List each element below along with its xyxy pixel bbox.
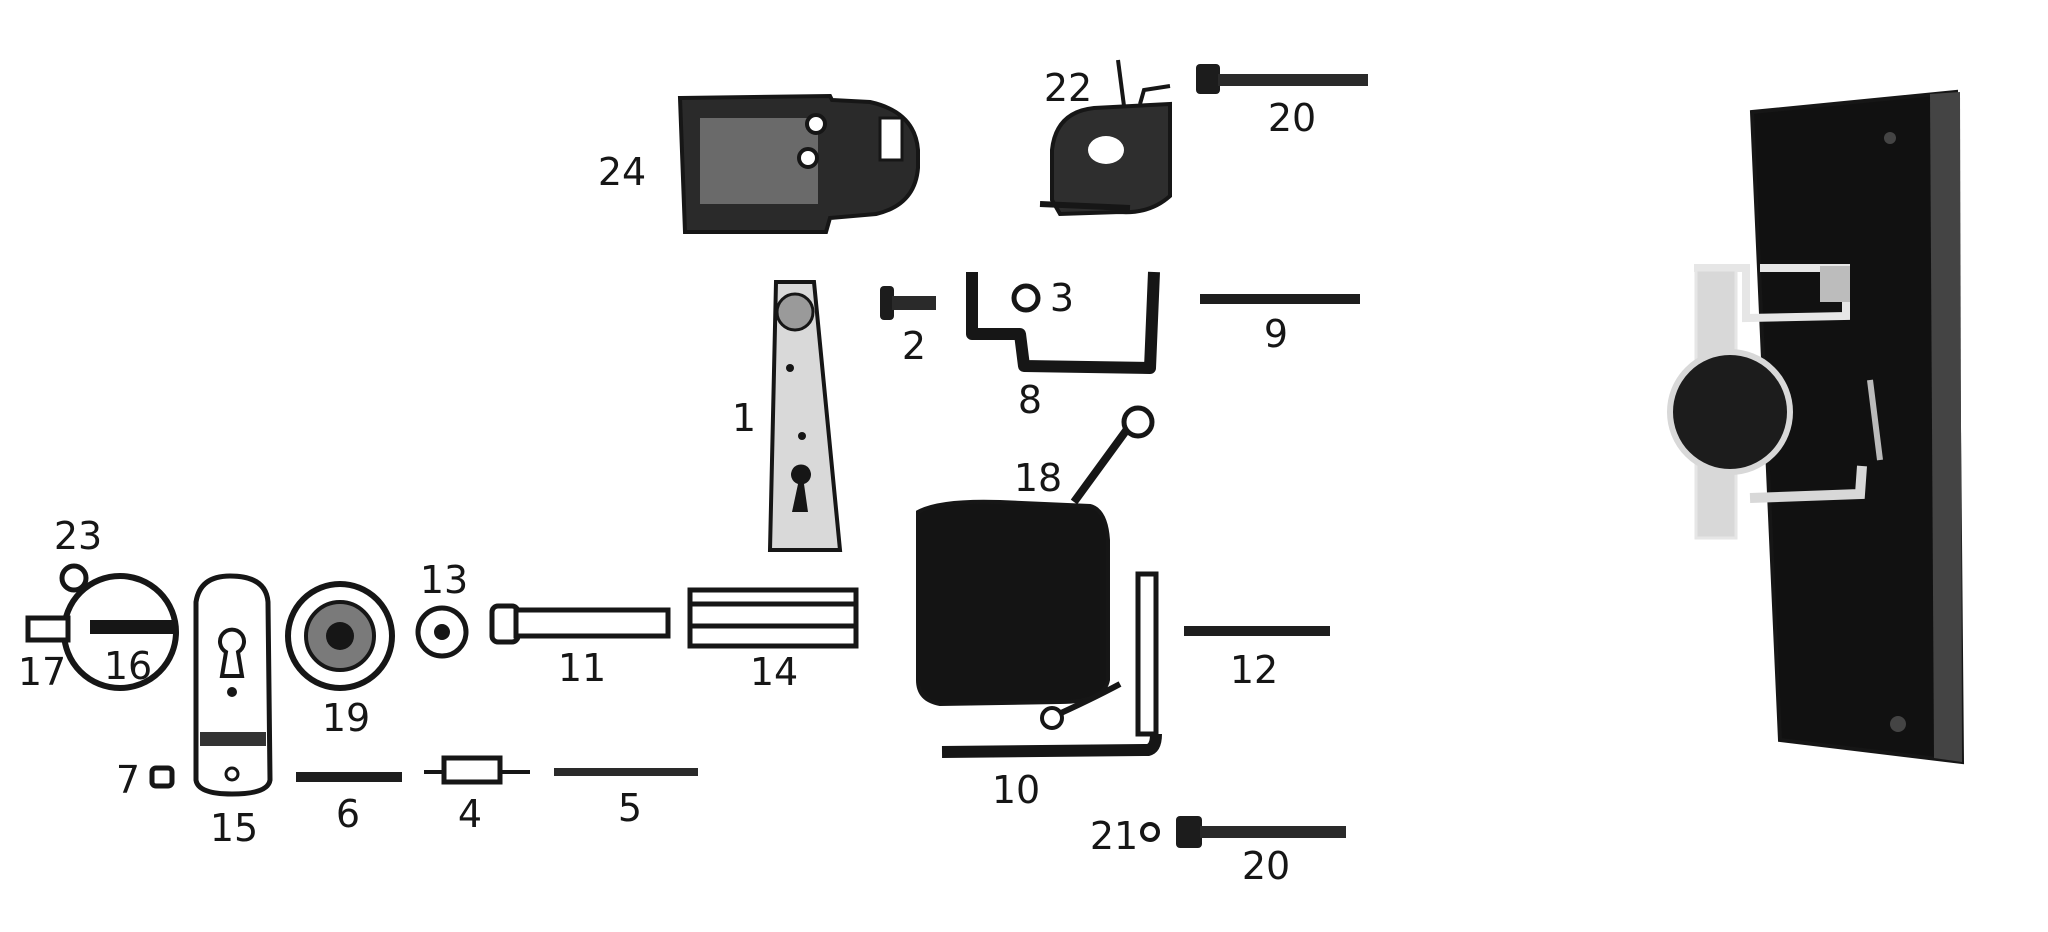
part-17-spindle bbox=[25, 615, 71, 643]
part-13-ring bbox=[415, 605, 469, 659]
part-20-bolt-top bbox=[1196, 64, 1368, 94]
label-part-23: 23 bbox=[53, 514, 103, 558]
part-4-spring bbox=[424, 755, 530, 785]
label-part-10: 10 bbox=[991, 768, 1041, 812]
part-10-bracket-block bbox=[916, 499, 1162, 758]
part-6-rod bbox=[296, 772, 402, 782]
part-12-rod bbox=[1184, 626, 1330, 636]
part-24-bracket-plate bbox=[677, 93, 920, 234]
label-part-8: 8 bbox=[1017, 378, 1043, 422]
label-part-5: 5 bbox=[617, 786, 643, 830]
label-part-15: 15 bbox=[209, 806, 259, 850]
part-5-rod bbox=[554, 768, 698, 776]
part-20-bolt-bottom bbox=[1176, 816, 1346, 848]
label-part-4: 4 bbox=[457, 792, 483, 836]
label-part-20-bottom: 20 bbox=[1241, 844, 1291, 888]
part-23-washer bbox=[59, 563, 89, 593]
part-22-clip bbox=[1039, 59, 1172, 217]
part-15-keyhole-plate bbox=[193, 573, 273, 797]
label-part-2: 2 bbox=[901, 324, 927, 368]
label-part-16: 16 bbox=[103, 644, 153, 688]
label-part-1: 1 bbox=[731, 396, 757, 440]
label-part-11: 11 bbox=[557, 646, 607, 690]
part-14-sleeve bbox=[687, 587, 859, 649]
part-1-keyhole-strap bbox=[767, 280, 843, 552]
part-8-u-bracket bbox=[966, 271, 1160, 374]
label-part-17: 17 bbox=[17, 650, 67, 694]
label-part-20-top: 20 bbox=[1267, 96, 1317, 140]
label-part-19: 19 bbox=[321, 696, 371, 740]
part-3-washer bbox=[1011, 283, 1041, 313]
label-part-6: 6 bbox=[335, 792, 361, 836]
label-part-18: 18 bbox=[1013, 456, 1063, 500]
part-2-screw bbox=[880, 286, 936, 320]
label-part-12: 12 bbox=[1229, 648, 1279, 692]
part-16-knob bbox=[61, 573, 179, 691]
label-part-3: 3 bbox=[1049, 276, 1075, 320]
label-part-9: 9 bbox=[1263, 312, 1289, 356]
label-part-7: 7 bbox=[115, 758, 141, 802]
label-part-24: 24 bbox=[597, 150, 647, 194]
part-11-pin bbox=[489, 603, 671, 645]
label-part-21: 21 bbox=[1089, 814, 1139, 858]
assembled-unit bbox=[1667, 89, 1965, 765]
part-7-nut bbox=[149, 765, 175, 789]
label-part-22: 22 bbox=[1043, 66, 1093, 110]
part-9-rod bbox=[1200, 294, 1360, 304]
label-part-14: 14 bbox=[749, 650, 799, 694]
part-19-disc bbox=[285, 581, 395, 691]
part-18-lever bbox=[1070, 405, 1155, 505]
part-21-washer bbox=[1140, 822, 1160, 842]
label-part-13: 13 bbox=[419, 558, 469, 602]
